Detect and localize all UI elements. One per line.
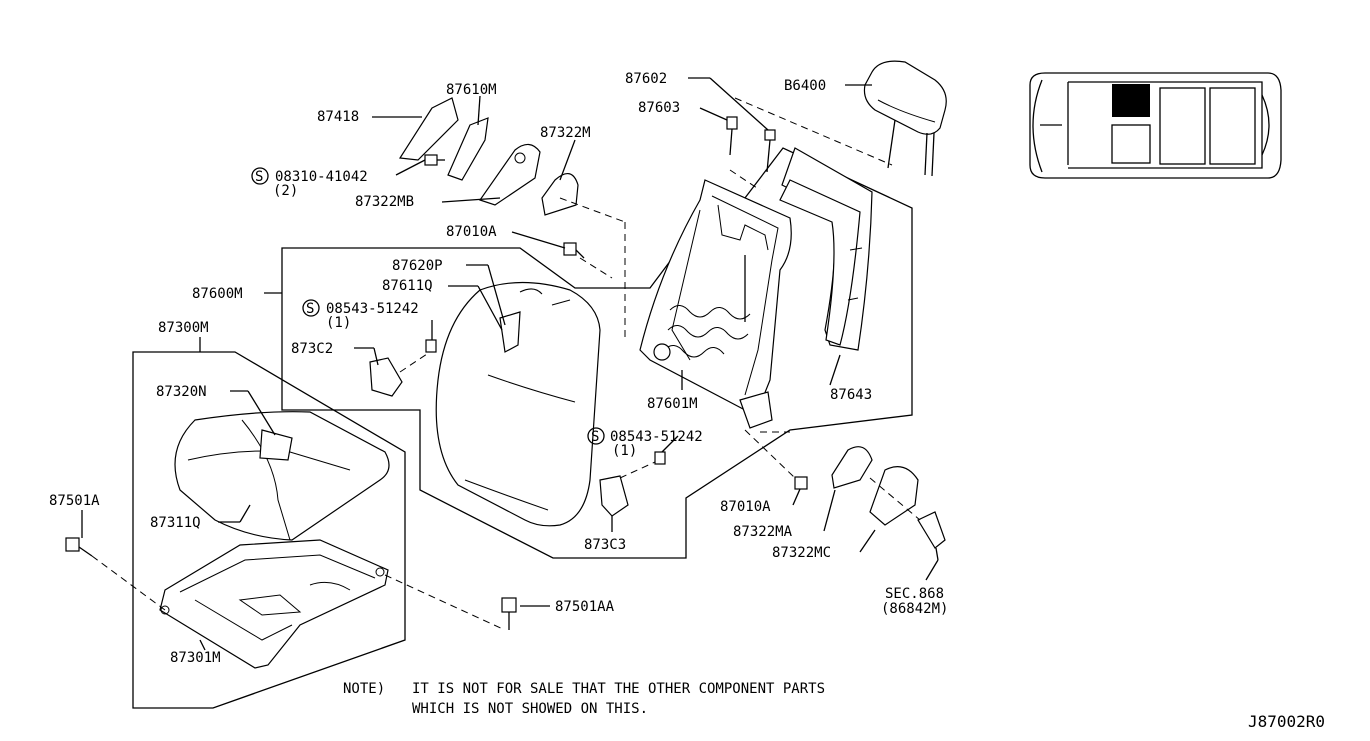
seat-cushion (174, 411, 390, 541)
s-mark-3: S (591, 429, 599, 445)
label-87501A: 87501A (49, 493, 100, 509)
label-87311Q: 87311Q (150, 515, 201, 531)
label-873C2: 873C2 (291, 341, 333, 357)
label-08543-51242-b: 08543-51242 (610, 429, 703, 445)
label-qty-2: (2) (273, 183, 298, 199)
label-87301M: 87301M (170, 650, 221, 666)
s-mark-icon-3 (587, 427, 605, 445)
bolt-87010A-bot (794, 476, 808, 490)
label-08310-41042: 08310-41042 (275, 169, 368, 185)
cover-87322M (541, 173, 579, 216)
label-87600M: 87600M (192, 286, 243, 302)
seat-slide-frame (159, 539, 389, 669)
note-block: NOTE) IT IS NOT FOR SALE THAT THE OTHER … (343, 681, 825, 717)
cover-87322MC (869, 466, 919, 526)
part-labels: 87418 87610M S 08310-41042 (2) 87322MB 8… (49, 71, 948, 666)
label-87320N: 87320N (156, 384, 207, 400)
label-87010A-bot: 87010A (720, 499, 771, 515)
label-sec-868: SEC.868 (885, 586, 944, 602)
clip-873C2 (369, 357, 403, 397)
bolt-87501A (65, 537, 93, 557)
label-87601M: 87601M (647, 396, 698, 412)
cover-87322MB (479, 143, 541, 206)
label-87322M: 87322M (540, 125, 591, 141)
label-86400: B6400 (784, 78, 826, 94)
screw-08543-a (425, 339, 437, 353)
pin-87602 (764, 129, 776, 173)
note-line-2: WHICH IS NOT SHOWED ON THIS. (412, 701, 648, 717)
note-line-1: IT IS NOT FOR SALE THAT THE OTHER COMPON… (412, 681, 825, 697)
s-mark-1: S (255, 169, 263, 185)
s-mark-icon (251, 167, 269, 185)
screw-08310 (424, 154, 445, 166)
label-87322MB: 87322MB (355, 194, 414, 210)
vehicle-locator-icon (1029, 72, 1282, 179)
label-87643: 87643 (830, 387, 872, 403)
seatback-frame (639, 179, 792, 429)
leader-lines (81, 77, 939, 651)
bracket-87610M (447, 117, 489, 181)
screw-08543-b (654, 451, 666, 465)
dashed-guides (91, 97, 921, 631)
label-87418: 87418 (317, 109, 359, 125)
pin-87603 (726, 116, 738, 156)
label-86842M: (86842M) (881, 601, 948, 617)
seatback-cushion (435, 281, 601, 527)
cushion-assembly-outline (132, 351, 406, 709)
label-qty-1-a: (1) (326, 315, 351, 331)
label-87010A-top: 87010A (446, 224, 497, 240)
belt-buckle-86842M (917, 511, 946, 561)
bolt-87010A-top (563, 242, 585, 259)
s-mark-2: S (306, 301, 314, 317)
label-873C3: 873C3 (584, 537, 626, 553)
label-qty-1-b: (1) (612, 443, 637, 459)
label-87610M: 87610M (446, 82, 497, 98)
cover-87322MA (831, 446, 873, 489)
label-87300M: 87300M (158, 320, 209, 336)
label-87603: 87603 (638, 100, 680, 116)
bolt-87501AA (501, 597, 517, 630)
headrest (863, 60, 947, 177)
drawing-id: J87002R0 (1248, 712, 1325, 731)
bracket-87418 (398, 97, 459, 161)
note-prefix: NOTE) (343, 681, 385, 697)
label-87322MC: 87322MC (772, 545, 831, 561)
label-87501AA: 87501AA (555, 599, 615, 615)
clip-873C3 (599, 475, 629, 517)
label-08543-51242-a: 08543-51242 (326, 301, 419, 317)
label-87322MA: 87322MA (733, 524, 793, 540)
label-87620P: 87620P (392, 258, 443, 274)
s-mark-icon-2 (302, 299, 320, 317)
label-87611Q: 87611Q (382, 278, 433, 294)
label-87602: 87602 (625, 71, 667, 87)
back-panel (779, 147, 873, 351)
